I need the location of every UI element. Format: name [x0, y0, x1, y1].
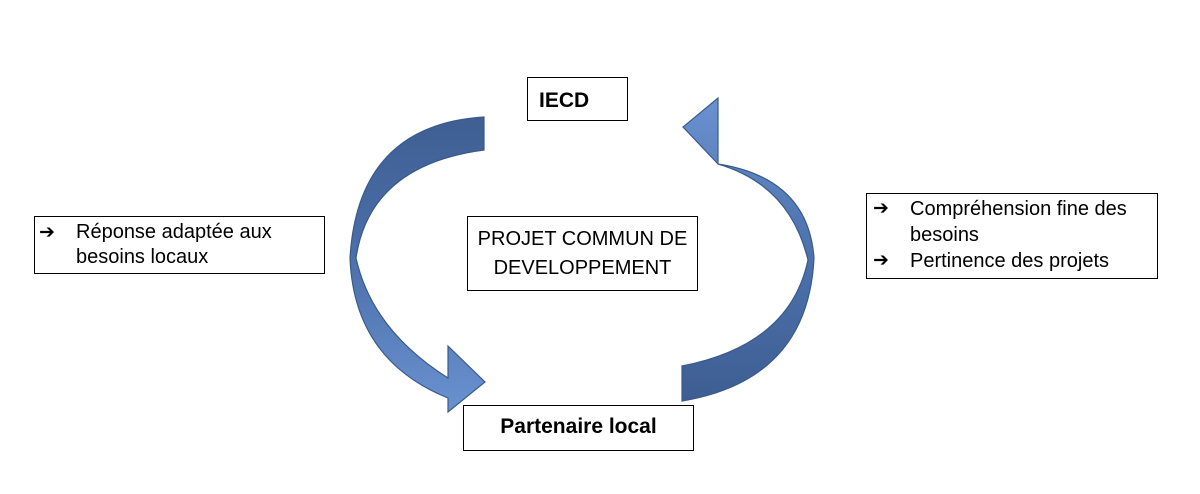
- right-note-item: ➔ Compréhension fine des besoins: [873, 196, 1157, 248]
- node-partner: Partenaire local: [463, 405, 694, 451]
- left-note-text: Réponse adaptée aux besoins locaux: [76, 221, 272, 268]
- right-arrow-icon: ➔: [39, 221, 55, 243]
- node-iecd-label: IECD: [539, 89, 590, 112]
- right-curved-arrow: [681, 96, 815, 402]
- left-note-item: ➔ Réponse adaptée aux besoins locaux: [39, 220, 324, 270]
- left-note-box: ➔ Réponse adaptée aux besoins locaux: [34, 216, 325, 274]
- right-note-text: Compréhension fine des besoins: [910, 198, 1127, 246]
- node-center-label: PROJET COMMUN DE DEVELOPPEMENT: [477, 228, 688, 279]
- right-note-text: Pertinence des projets: [910, 250, 1110, 272]
- right-arrow-icon: ➔: [873, 249, 889, 271]
- node-center-project: PROJET COMMUN DE DEVELOPPEMENT: [467, 216, 698, 291]
- right-arrow-icon: ➔: [873, 197, 889, 219]
- right-note-box: ➔ Compréhension fine des besoins ➔ Perti…: [866, 193, 1158, 279]
- node-iecd: IECD: [527, 77, 628, 121]
- node-partner-label: Partenaire local: [500, 415, 657, 438]
- right-note-item: ➔ Pertinence des projets: [873, 248, 1157, 274]
- left-curved-arrow: [349, 116, 486, 414]
